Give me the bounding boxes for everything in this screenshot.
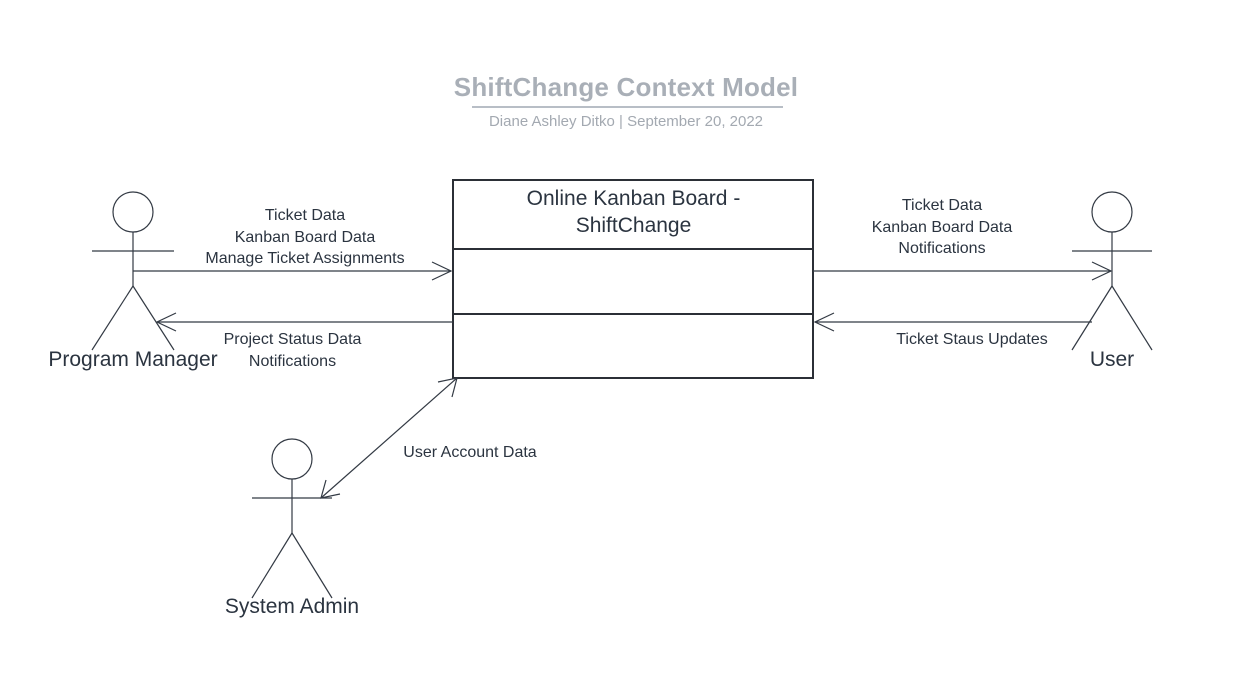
actor-label-program-manager: Program Manager — [48, 348, 218, 371]
arrow-system-to-pm — [155, 312, 453, 332]
system-box-title: Online Kanban Board - ShiftChange — [455, 185, 812, 239]
flow-label-line: Notifications — [898, 240, 986, 257]
flow-label-line: Ticket Data — [901, 197, 983, 214]
actor-label-user: User — [1089, 348, 1135, 371]
flow-label-pm-to-system: Ticket Data Kanban Board Data Manage Tic… — [190, 205, 420, 270]
flow-label-line: Ticket Data — [264, 207, 346, 224]
flow-label-line: Notifications — [248, 352, 337, 370]
actor-user-figure — [1071, 191, 1153, 351]
system-title-line-1: Online Kanban Board - — [526, 187, 741, 210]
flow-label-line: Manage Ticket Assignments — [205, 250, 405, 267]
actor-program-manager-figure — [91, 191, 175, 351]
system-box — [452, 179, 814, 379]
system-title-line-2: ShiftChange — [575, 214, 692, 237]
flow-label-line: Project Status Data — [223, 331, 362, 348]
flow-label-line: Kanban Board Data — [871, 218, 1013, 236]
flow-label-line: User Account Data — [403, 444, 537, 461]
arrow-pm-to-system — [133, 261, 453, 281]
actor-label-system-admin: System Admin — [224, 595, 360, 618]
flow-label-admin-system: User Account Data — [385, 442, 555, 464]
flow-label-system-to-pm: Project Status Data Notifications — [200, 329, 385, 372]
flow-label-line: Kanban Board Data — [234, 228, 376, 246]
flow-label-system-to-user: Ticket Data Kanban Board Data Notificati… — [852, 195, 1032, 260]
arrow-admin-system-bidirectional — [320, 377, 458, 499]
diagram-subtitle: Diane Ashley Ditko | September 20, 2022 — [488, 113, 764, 130]
title-underline — [472, 106, 783, 108]
flow-label-line: Ticket Staus Updates — [896, 331, 1048, 348]
arrow-system-to-user — [813, 261, 1113, 281]
actor-system-admin-figure — [251, 438, 333, 599]
diagram-title: ShiftChange Context Model — [453, 72, 799, 102]
flow-label-user-to-system: Ticket Staus Updates — [877, 329, 1067, 351]
arrow-user-to-system — [813, 312, 1092, 332]
